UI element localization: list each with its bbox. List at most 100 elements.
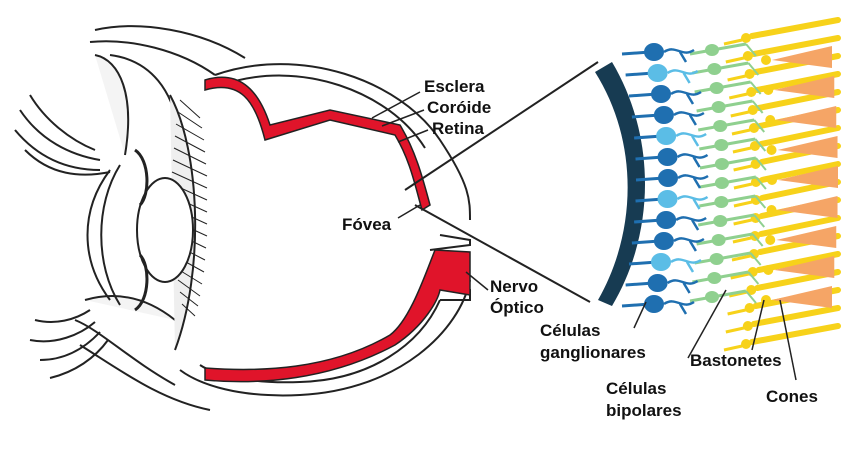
retina-inner-wall <box>595 62 645 306</box>
ganglion-body <box>658 169 678 187</box>
ganglion-body <box>644 295 664 313</box>
label-ganglionares-1: Células <box>540 321 600 340</box>
cone-nucleus <box>765 115 776 125</box>
label-cones: Cones <box>766 387 818 406</box>
ganglion-dendrite <box>666 69 699 84</box>
cone <box>772 286 832 308</box>
ganglion-dendrite <box>675 216 707 231</box>
bipolar-dendrite <box>751 233 764 247</box>
rod <box>749 17 841 39</box>
cone-nucleus <box>761 55 771 65</box>
ganglion-dendrite <box>676 153 709 168</box>
bipolar-body <box>709 253 724 265</box>
retina-upper <box>204 76 431 212</box>
rod-axon <box>728 92 748 100</box>
ganglion-cells <box>621 43 709 315</box>
rod-axon <box>731 254 751 262</box>
rod-nucleus <box>742 51 753 61</box>
cone <box>772 46 832 68</box>
rod-axon <box>733 218 752 226</box>
rod-nucleus <box>746 285 757 295</box>
rod-nucleus <box>742 321 753 331</box>
bipolar-dendrite <box>747 62 760 76</box>
cornea <box>86 169 111 301</box>
rod-axon <box>725 56 745 64</box>
cone <box>776 226 837 248</box>
label-bastonetes: Bastonetes <box>690 351 782 370</box>
bipolar-dendrite <box>747 271 760 285</box>
rod-nucleus <box>741 339 751 349</box>
ganglion-dendrite <box>670 90 702 105</box>
label-fovea: Fóvea <box>342 215 392 234</box>
rod-nucleus <box>746 87 757 97</box>
ganglion-dendrite <box>663 300 695 315</box>
ganglion-body <box>651 253 671 271</box>
ganglion-body <box>657 190 678 208</box>
rod-axon <box>732 236 752 244</box>
ganglion-body <box>644 43 664 61</box>
rod <box>757 215 841 237</box>
ganglion-dendrite <box>663 48 695 63</box>
bipolar-dendrite <box>755 157 767 171</box>
ganglion-body <box>657 148 678 166</box>
rod-axon <box>725 326 745 334</box>
ganglion-body <box>647 274 668 292</box>
cone <box>776 106 837 128</box>
retina-closeup <box>595 17 841 381</box>
sclera-outline <box>179 63 471 397</box>
rod-axon <box>727 308 746 316</box>
rod-axon <box>733 164 752 172</box>
rod-axon <box>732 146 752 154</box>
ganglion-dendrite <box>677 174 709 189</box>
ganglion-dendrite <box>673 237 705 252</box>
rod <box>749 323 841 345</box>
rod-axon <box>727 74 746 82</box>
cone-nucleus <box>763 85 774 95</box>
cone <box>774 76 835 98</box>
rod-nucleus <box>744 303 755 313</box>
cone-nucleus <box>766 145 777 155</box>
cone <box>777 196 838 218</box>
upper-eyelid <box>14 25 246 176</box>
bipolar-body <box>705 291 719 303</box>
rod-nucleus <box>744 69 755 79</box>
cone-nucleus <box>763 265 774 275</box>
label-ganglionares-2: ganglionares <box>540 343 646 362</box>
retina-lower <box>204 249 471 383</box>
rod-axon <box>730 272 750 280</box>
ganglion-dendrite <box>670 258 702 273</box>
ganglion-dendrite <box>675 132 707 147</box>
bipolar-body <box>714 139 729 151</box>
label-nervo: Nervo <box>490 277 538 296</box>
ganglion-dendrite <box>676 195 709 210</box>
rod-axon <box>733 200 753 208</box>
rod <box>757 125 841 147</box>
rod-axon <box>730 110 750 118</box>
cone-nucleus <box>765 235 776 245</box>
bipolar-body <box>707 272 722 284</box>
bipolar-body <box>707 63 722 75</box>
ganglion-body <box>656 211 677 229</box>
zoom-line-lower <box>414 204 591 303</box>
eye-cross-section <box>14 25 471 411</box>
bipolar-body <box>705 44 719 56</box>
cone-cells <box>761 46 838 308</box>
rod <box>750 305 841 327</box>
bipolar-body <box>714 177 729 189</box>
label-coroide: Coróide <box>427 98 491 117</box>
bipolar-dendrite <box>745 290 757 304</box>
label-esclera: Esclera <box>424 77 485 96</box>
lower-eyelid <box>29 295 211 411</box>
rod-nucleus <box>741 33 751 43</box>
rod <box>750 35 841 57</box>
iris <box>134 148 149 312</box>
bipolar-dendrite <box>749 81 762 95</box>
cone <box>774 256 835 278</box>
ganglion-body <box>651 85 671 103</box>
bipolar-cells <box>689 42 767 304</box>
eye-leader-lines <box>371 91 489 291</box>
cone <box>778 166 838 188</box>
label-bipolares-1: Células <box>606 379 666 398</box>
ganglion-body <box>647 64 668 82</box>
